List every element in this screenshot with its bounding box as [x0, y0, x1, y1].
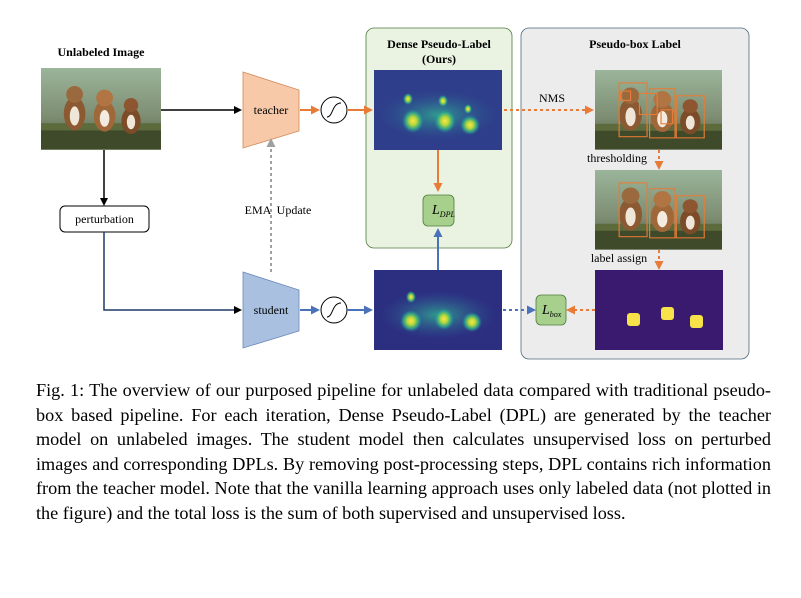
- pseudo-box-panel-title: Pseudo-box Label: [589, 37, 681, 51]
- thresholding-label: thresholding: [587, 151, 647, 165]
- unlabeled-image: [41, 68, 161, 150]
- caption-text: The overview of our purposed pipeline fo…: [36, 380, 771, 523]
- student-label: student: [254, 303, 289, 317]
- nms-boxes-image: [595, 70, 722, 150]
- dpl-loss-box: [422, 194, 455, 227]
- ema-update-label: EMA Update: [245, 203, 312, 217]
- thresholded-boxes-image: [595, 170, 722, 250]
- teacher-label: teacher: [254, 103, 289, 117]
- student-sigmoid-icon: [320, 296, 348, 324]
- caption-label: Fig. 1:: [36, 380, 85, 400]
- label-assign-label: label assign: [591, 251, 647, 265]
- teacher-sigmoid-icon: [320, 96, 348, 124]
- dense-panel-subtitle: (Ours): [422, 52, 456, 66]
- teacher-dense-heatmap: [374, 70, 502, 150]
- dense-panel-title: Dense Pseudo-Label: [387, 37, 491, 51]
- unlabeled-image-title: Unlabeled Image: [58, 45, 146, 59]
- figure-caption: Fig. 1: The overview of our purposed pip…: [36, 378, 771, 526]
- pipeline-figure: Unlabeled Image perturbation teacher stu…: [41, 27, 750, 360]
- perturbation-label: perturbation: [75, 212, 134, 226]
- teacher-model: [242, 71, 300, 149]
- box-loss-label: Lbox: [541, 303, 562, 319]
- nms-label: NMS: [539, 91, 565, 105]
- box-loss-box: [535, 294, 567, 326]
- assigned-labels-map: [595, 270, 723, 350]
- perturbation-to-student-arrow: [103, 232, 242, 314]
- dpl-loss-label: LDPL: [431, 203, 455, 219]
- student-model: [242, 271, 300, 349]
- student-dense-heatmap: [374, 270, 502, 350]
